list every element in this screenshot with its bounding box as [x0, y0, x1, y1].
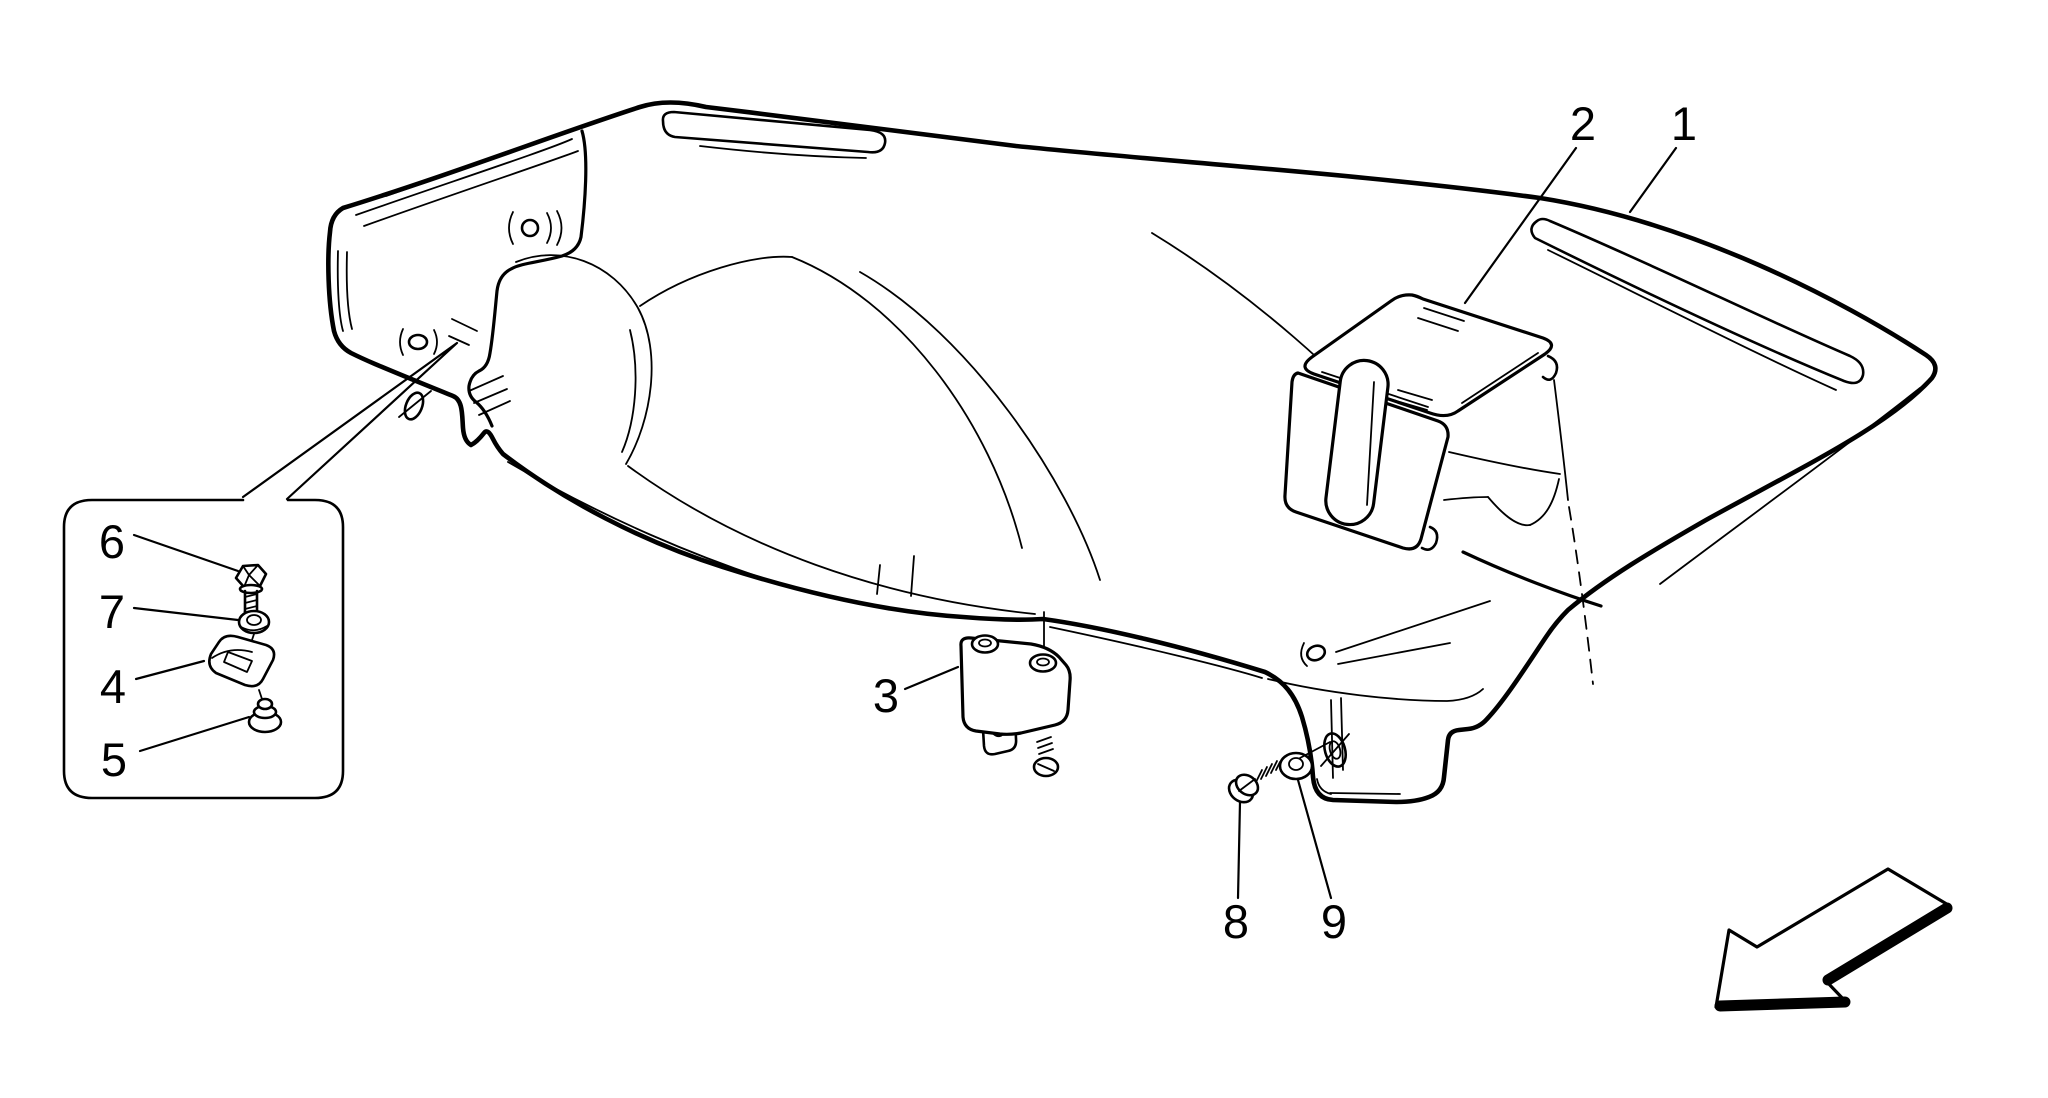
flange-hole-upper [508, 210, 563, 246]
leader-6 [132, 533, 240, 573]
leg-hole [1300, 642, 1327, 667]
leader-5 [138, 715, 251, 753]
callout-9-label: 9 [1321, 895, 1347, 948]
callout-2-label: 2 [1570, 97, 1596, 150]
bracket-screw [1032, 736, 1060, 778]
center-bracket [959, 611, 1072, 778]
direction-arrow-icon [1714, 867, 1953, 1012]
leader-7 [132, 606, 240, 622]
callout-7-label: 7 [99, 585, 125, 638]
flange-inner-edge [467, 129, 588, 428]
washer [237, 609, 271, 635]
flange-slot [398, 390, 432, 421]
leg-screw-slot [1320, 732, 1350, 768]
belt-guide-cover [1283, 293, 1559, 551]
retaining-clip [208, 634, 276, 688]
leader-1 [1628, 146, 1678, 214]
leader-8 [1236, 800, 1242, 900]
right-support-leg [1267, 379, 1603, 795]
leader-9 [1296, 778, 1333, 900]
bracket-body [959, 636, 1072, 736]
hex-bolt [234, 563, 268, 616]
leader-2 [1463, 146, 1578, 305]
callout-6-label: 6 [99, 515, 125, 568]
leader-4 [134, 659, 206, 681]
flange-hole-lower [399, 328, 438, 356]
callout-5-label: 5 [101, 733, 127, 786]
callout-8-label: 8 [1223, 895, 1249, 948]
shelf-outline [326, 100, 1938, 805]
fixing-screw-8 [1227, 760, 1281, 804]
rear-edge-slot-left [661, 110, 887, 159]
detail-box [62, 341, 459, 800]
shelf-panel [326, 100, 1938, 805]
callout-4-label: 4 [100, 660, 126, 713]
fixing-washer-9 [1278, 741, 1331, 781]
leader-3 [903, 665, 960, 691]
grommet [247, 697, 283, 734]
callout-3-label: 3 [873, 669, 899, 722]
detail-box-pointer [241, 341, 459, 501]
hidden-edge-dashed-line [1568, 506, 1594, 685]
callout-labels: 1 2 3 4 5 6 7 8 9 [99, 97, 1697, 948]
callout-1-label: 1 [1671, 97, 1697, 150]
rear-edge-slot-right [1530, 217, 1865, 391]
leader-lines [132, 146, 1678, 900]
